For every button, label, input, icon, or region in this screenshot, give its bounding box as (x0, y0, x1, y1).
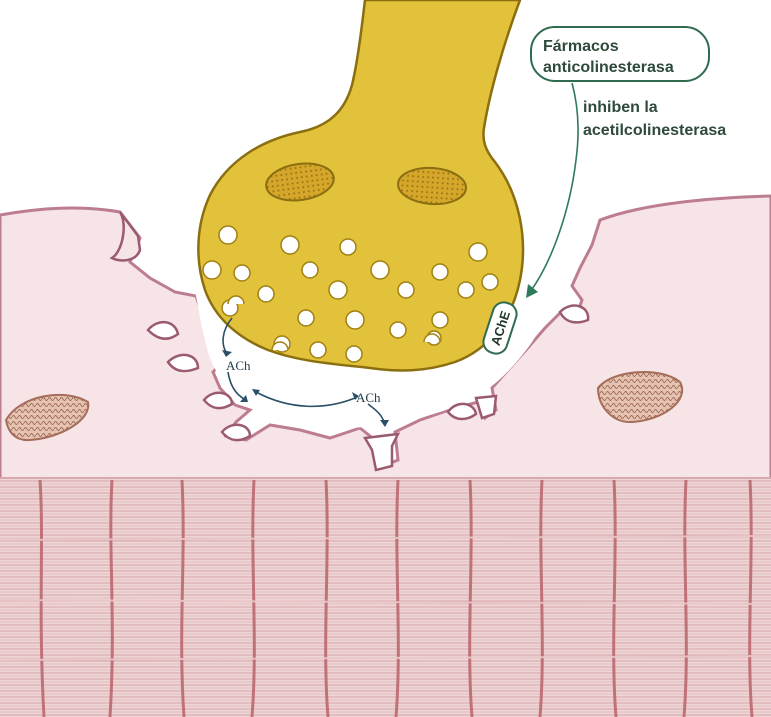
drug-label-line1: Fármacos (543, 38, 619, 55)
action-label-line2: acetilcolinesterasa (583, 122, 726, 139)
ach-label-2: ACh (356, 390, 381, 405)
drug-label-line2: anticolinesterasa (543, 59, 674, 76)
myofibril-band (0, 478, 771, 717)
ach-label-1: ACh (226, 358, 251, 373)
action-label-line1: inhiben la (583, 99, 658, 116)
